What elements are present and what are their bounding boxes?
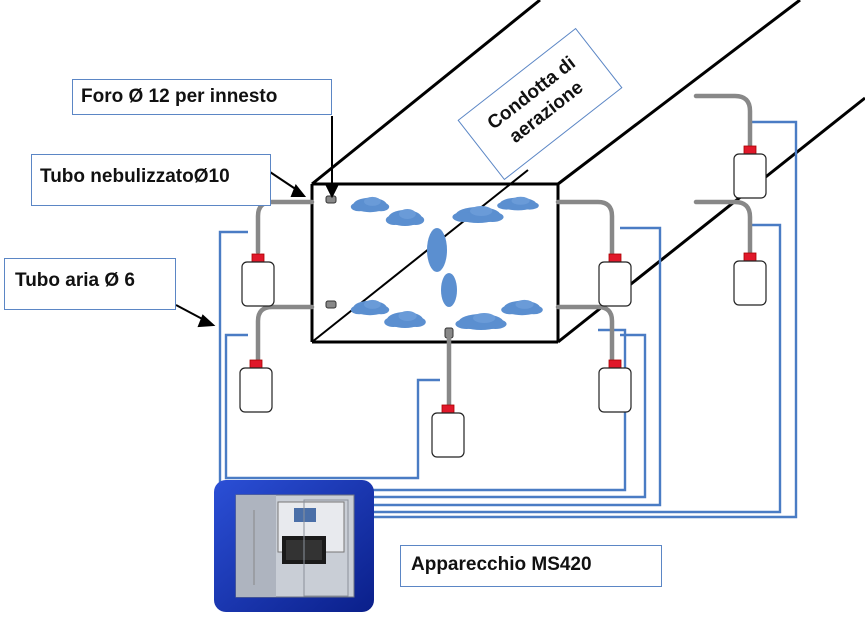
mist-cloud-icon [385, 209, 425, 226]
mist-cloud-icon [350, 196, 390, 213]
nebulized-tube-label: Tubo nebulizzatoØ10 [31, 154, 271, 206]
nebulizer-bottle-icon [733, 145, 767, 199]
mist-cloud-icon [452, 206, 504, 223]
device-label: Apparecchio MS420 [400, 545, 662, 587]
hole-label: Foro Ø 12 per innesto [72, 79, 332, 115]
air-tube-label-text: Tubo aria Ø 6 [15, 270, 136, 291]
mist-cloud-icon [427, 228, 447, 272]
air-tube-label: Tubo aria Ø 6 [4, 258, 176, 310]
hole-label-text: Foro Ø 12 per innesto [81, 86, 278, 107]
annotation-arrows [175, 116, 339, 328]
mist-cloud-icon [350, 299, 390, 316]
nebulized-tube-label-text: Tubo nebulizzatoØ10 [40, 166, 230, 187]
mist-cloud-icon [497, 196, 539, 211]
mist-cloud-icon [501, 299, 543, 316]
nebulizer-bottle-icon [598, 253, 632, 307]
mist-cloud-icon [384, 311, 426, 328]
air-tubes [218, 120, 798, 519]
nebulizer-bottle-icon [598, 359, 632, 413]
ms420-device-icon [214, 480, 374, 612]
mist-cloud-icon [455, 313, 507, 330]
mist-cloud-icon [441, 273, 457, 307]
device-label-text: Apparecchio MS420 [411, 554, 592, 575]
nebulizer-bottle-icon [431, 404, 465, 458]
mist-clouds [350, 196, 543, 330]
nebulizer-bottle-icon [239, 359, 273, 413]
nebulizer-bottle-icon [241, 253, 275, 307]
nebulizer-bottles [239, 145, 767, 458]
nebulizer-bottle-icon [733, 252, 767, 306]
